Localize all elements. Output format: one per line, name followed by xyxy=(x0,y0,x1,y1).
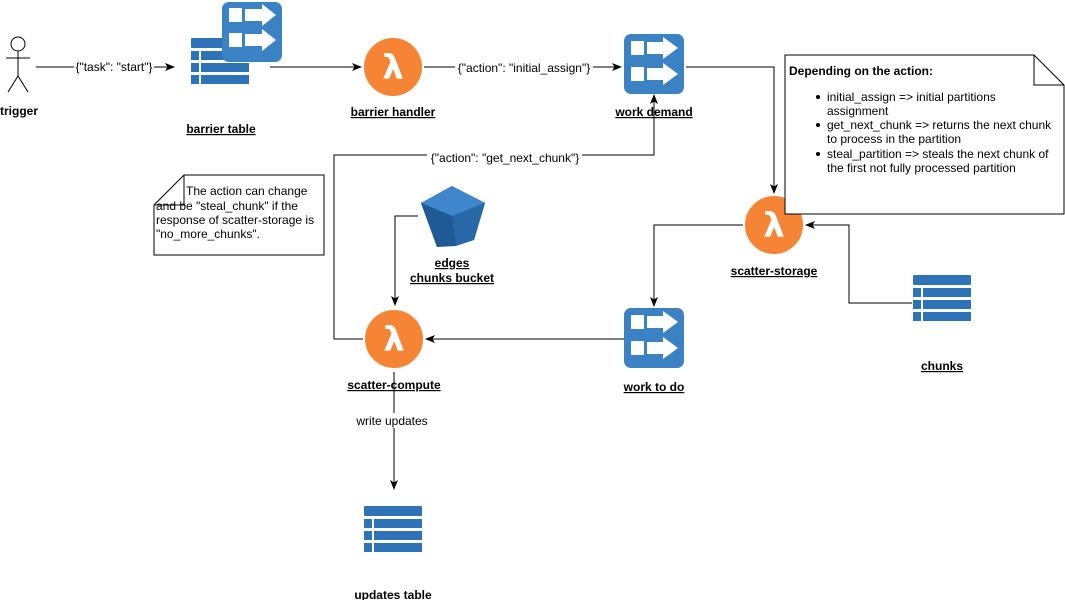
edge-label-initial-assign: {"action": "initial_assign"} xyxy=(458,61,590,75)
lambda-icon: λ xyxy=(363,308,425,370)
edge-chunks-scatter-storage xyxy=(805,221,912,304)
node-work-to-do[interactable]: work to do xyxy=(623,308,685,394)
node-barrier-table[interactable]: barrier table xyxy=(186,2,282,136)
table-icon xyxy=(364,506,422,552)
edge-label-task-start: {"task": "start"} xyxy=(75,60,152,74)
edge-label-bg xyxy=(455,59,593,74)
bucket-label-line2: chunks bucket xyxy=(410,271,494,285)
work-demand-label: work demand xyxy=(614,105,692,119)
node-work-demand[interactable]: work demand xyxy=(614,34,693,119)
table-queue-icon xyxy=(191,2,282,84)
bullet-3-line-1: steal_partition => steals the next chunk… xyxy=(827,147,1049,161)
work-to-do-label: work to do xyxy=(623,380,685,394)
svg-text:λ: λ xyxy=(383,320,405,360)
trigger-label: trigger xyxy=(0,104,38,118)
edge-label-bg xyxy=(74,59,154,74)
queue-icon xyxy=(624,34,684,94)
edge-label-bg xyxy=(427,151,582,166)
steal-note-line-3: response of scatter-storage is xyxy=(156,213,314,227)
steal-note-line-1: The action can change xyxy=(186,184,308,198)
barrier-table-label: barrier table xyxy=(186,122,256,136)
steal-note: The action can change and be "steal_chun… xyxy=(153,174,325,256)
bullet-2-line-2: to process in the partition xyxy=(827,132,961,146)
lambda-icon: λ xyxy=(362,36,424,98)
queue-icon xyxy=(624,308,684,368)
node-edges-bucket[interactable]: edges chunks bucket xyxy=(410,186,494,285)
actor-icon xyxy=(6,36,30,93)
bullet-1-line-1: initial_assign => initial partitions xyxy=(827,90,996,104)
queue-icon xyxy=(222,2,282,62)
node-trigger[interactable]: trigger xyxy=(0,36,38,118)
bullet-2-line-1: get_next_chunk => returns the next chunk xyxy=(827,118,1052,132)
svg-text:λ: λ xyxy=(382,48,404,88)
barrier-handler-label: barrier handler xyxy=(351,105,436,119)
edge-label-get-next-chunk: {"action": "get_next_chunk"} xyxy=(431,151,579,165)
node-updates-table[interactable]: updates table xyxy=(354,506,432,600)
chunks-label: chunks xyxy=(921,359,963,373)
edge-scatter-compute-work-demand xyxy=(333,94,658,340)
edge-work-demand-scatter-storage xyxy=(686,66,778,194)
bullet-dot xyxy=(816,95,820,99)
bullet-dot xyxy=(816,152,820,156)
node-barrier-handler[interactable]: λ barrier handler xyxy=(351,36,436,119)
edge-scatter-storage-work-to-do xyxy=(650,224,744,307)
edge-bucket-scatter-compute xyxy=(391,215,418,306)
action-note-heading: Depending on the action: xyxy=(789,64,933,78)
bucket-icon xyxy=(421,186,485,247)
bullet-3-line-2: the first not fully processed partition xyxy=(827,161,1016,175)
bullet-dot xyxy=(816,123,820,127)
bucket-label-line1: edges xyxy=(435,256,470,270)
table-icon xyxy=(913,275,971,321)
edges: {"task": "start"} {"action": "initial_as… xyxy=(36,59,912,490)
edge-label-bg xyxy=(352,413,432,428)
steal-note-line-4: "no_more_chunks". xyxy=(156,227,260,241)
updates-table-label: updates table xyxy=(354,588,432,600)
svg-text:λ: λ xyxy=(763,206,785,246)
steal-note-line-2: and be "steal_chunk" if the xyxy=(156,199,298,213)
bullet-1-line-2: assignment xyxy=(827,104,889,118)
edge-label-write-updates: write updates xyxy=(355,414,427,428)
node-chunks[interactable]: chunks xyxy=(913,275,971,373)
scatter-storage-label: scatter-storage xyxy=(731,264,818,278)
node-scatter-compute[interactable]: λ scatter-compute xyxy=(347,308,441,392)
scatter-compute-label: scatter-compute xyxy=(347,378,441,392)
action-note: Depending on the action: initial_assign … xyxy=(784,54,1065,215)
